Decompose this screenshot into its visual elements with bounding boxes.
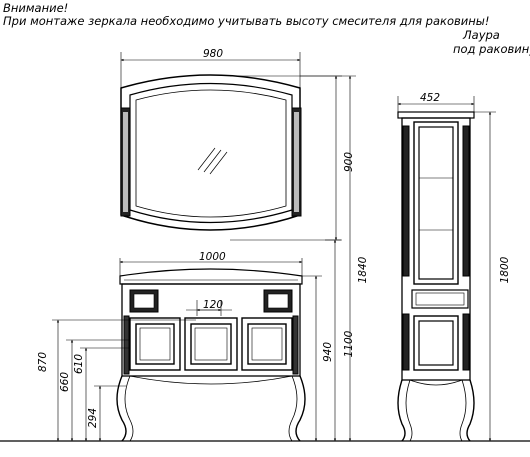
warning-title: Внимание! (3, 1, 69, 15)
dim-top-height (302, 275, 322, 442)
vanity-right-leg (295, 375, 306, 442)
mirror-glare-1 (197, 147, 216, 171)
dim-label-940: 940 (322, 342, 334, 362)
dim-mirror-top (300, 75, 356, 442)
mirror (120, 74, 302, 231)
vanity-door-right (241, 317, 293, 371)
dim-label-294: 294 (87, 408, 99, 428)
warning-text: При монтаже зеркала необходимо учитывать… (3, 14, 490, 28)
column-right-leg (466, 379, 475, 442)
dim-label-610: 610 (73, 354, 85, 374)
dim-label-870: 870 (37, 352, 49, 372)
dim-label-1000: 1000 (199, 251, 226, 263)
dim-label-120: 120 (203, 299, 223, 311)
dim-vanity-width (119, 258, 303, 276)
vanity-door-left (129, 317, 181, 371)
dim-label-1800: 1800 (499, 256, 511, 283)
dim-label-900: 900 (343, 152, 355, 172)
dim-column-height (474, 111, 496, 442)
dim-mirror-mount (325, 239, 341, 442)
column-drawer (411, 289, 469, 309)
column-glass-door (413, 121, 459, 285)
mirror-glare-2 (203, 149, 222, 173)
vanity-door-center (184, 317, 238, 371)
dim-label-1840: 1840 (357, 256, 369, 283)
dim-left-heights (52, 319, 196, 442)
dim-label-660: 660 (59, 372, 71, 392)
tall-column (397, 111, 475, 442)
dim-mirror-width (120, 52, 301, 88)
vanity-left-leg (116, 375, 127, 442)
product-subtitle: под раковину (453, 42, 530, 56)
column-lower-door (413, 315, 459, 371)
product-name: Лаура (463, 28, 500, 42)
vanity-cabinet (116, 268, 306, 442)
dim-label-980: 980 (203, 48, 223, 60)
column-left-leg (397, 379, 406, 442)
dim-label-1100: 1100 (343, 330, 355, 357)
mirror-glare-3 (209, 151, 228, 175)
dim-column-width (397, 96, 475, 112)
dim-label-452: 452 (420, 92, 440, 104)
dim-mixer-spacing (186, 300, 232, 316)
